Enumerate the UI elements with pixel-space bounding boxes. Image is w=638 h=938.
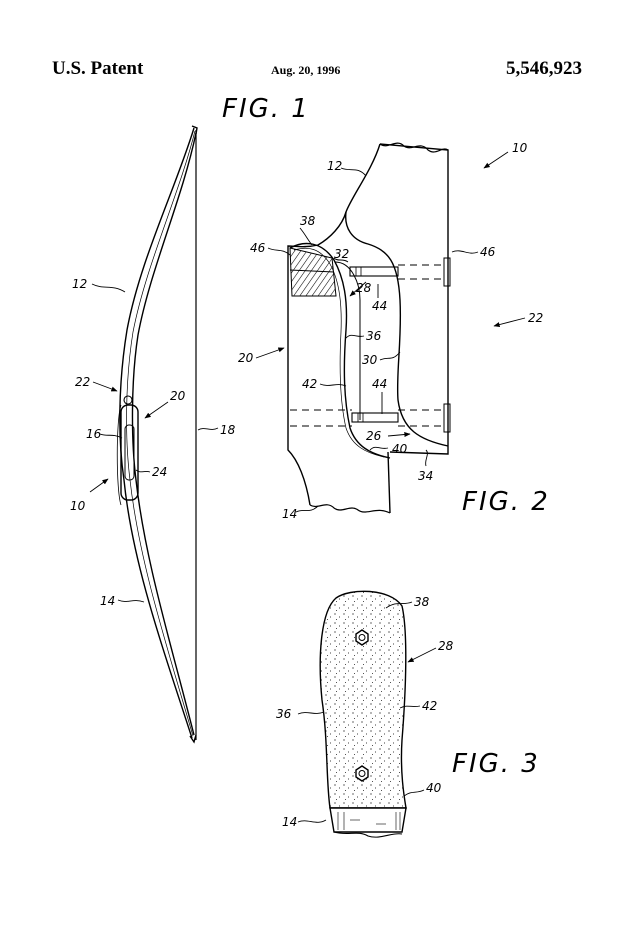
fig1-handle [120,404,139,501]
fig1-ref-16: 16 [86,427,102,441]
fig2-ref-46-right: 46 [480,245,496,259]
fig2-riser-front [287,143,381,506]
fig1-ref-12: 12 [72,277,87,291]
fig2-ref-20: 20 [238,351,254,365]
fig2-grip-pad [289,242,391,459]
fig3-grip-pad-drawing [319,590,407,838]
fig2-ref-26: 26 [366,429,382,443]
fig3-pad-outline [319,590,407,809]
patent-label: U.S. Patent [52,58,144,79]
fig2-ref-28: 28 [356,281,372,295]
fig2-ref-12: 12 [327,159,342,173]
fig1-bow-belly [131,132,197,736]
fig1-bow-drawing [116,125,198,744]
fig3-ref-28: 28 [438,639,454,653]
fig2-ref-22: 22 [528,311,543,325]
fig3-ref-40: 40 [426,781,442,795]
fig2-riser-back [379,143,449,455]
fig2-ref-32: 32 [334,247,349,261]
fig2-ref-34: 34 [418,469,433,483]
fig3-ref-36: 36 [276,707,292,721]
fig2-ref-42: 42 [302,377,317,391]
fig1-ref-24: 24 [152,465,167,479]
fig2-ref-44-top: 44 [372,299,387,313]
fig3-ref-42: 42 [422,699,437,713]
fig2-ref-40: 40 [392,442,408,456]
fig2-grip-recess [345,211,449,447]
fig2-ref-46-left: 46 [250,241,266,255]
fig2-handle-drawing [287,142,451,514]
fig3-ref-14: 14 [282,815,297,829]
patent-number: 5,546,923 [506,58,582,79]
fig2-ref-30: 30 [362,353,378,367]
fig1-ref-14: 14 [100,594,115,608]
patent-date: Aug. 20, 1996 [271,63,341,77]
fig1-ref-18: 18 [220,423,236,437]
fig2-ref-10: 10 [512,141,528,155]
fig2-ref-38: 38 [300,214,316,228]
fig1-ref-22: 22 [75,375,90,389]
fig2-title: FIG. 2 [462,487,550,517]
fig1-ref-20: 20 [170,389,186,403]
fig3-title: FIG. 3 [452,749,540,779]
fig2-ref-44-bottom: 44 [372,377,387,391]
fig3-ref-38: 38 [414,595,430,609]
fig1-ref-10: 10 [70,499,86,513]
fig2-ref-36: 36 [366,329,382,343]
fig2-ref-14: 14 [282,507,297,521]
fig1-bow-back [119,127,195,739]
fig1-title: FIG. 1 [222,94,310,124]
